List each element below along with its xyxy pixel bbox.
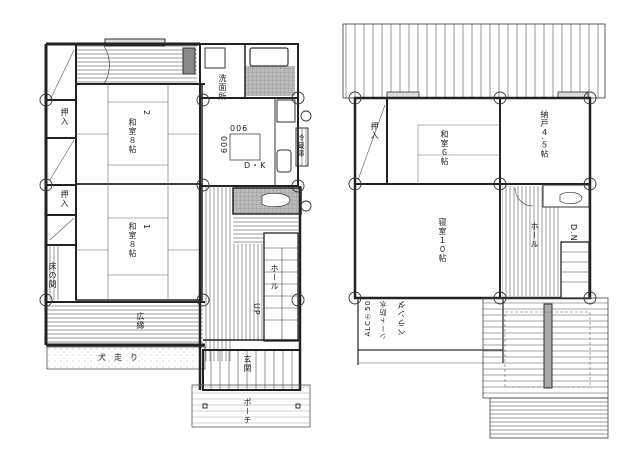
dk-depth-dimension: 009 bbox=[219, 136, 228, 155]
room-label-genkan: 玄関 bbox=[243, 355, 252, 373]
room-label-hall: ホール bbox=[270, 264, 279, 291]
room-label-tokonoma: 床の間 bbox=[48, 262, 57, 289]
first-floor-plan bbox=[39, 38, 312, 428]
room-label-washitsu-6: 和室６帖 bbox=[440, 130, 449, 166]
room-label-dk: D・K bbox=[244, 161, 267, 170]
room-label-tataki: 犬走り bbox=[98, 353, 146, 362]
room-label-hall-2f: ホール bbox=[530, 222, 539, 249]
room-label-senmen: 洗面所 bbox=[218, 74, 227, 101]
room-label-washitsu-2: 和室８帖 bbox=[128, 118, 137, 154]
room-label-nando: 納戸４.５帖 bbox=[540, 110, 549, 159]
room-label-engawa: 広縁 bbox=[136, 312, 145, 330]
second-floor-plan bbox=[342, 23, 609, 439]
alc-label: ALC⑦50 bbox=[364, 300, 372, 337]
up-mark: UP bbox=[252, 303, 261, 316]
sheet-waterproof-label: シート防水 bbox=[379, 300, 387, 340]
room-label-oshiire-1: 押入 bbox=[60, 108, 69, 126]
refrigerator-label: 冷蔵庫 bbox=[297, 134, 305, 158]
room-number-washitsu-1: 1 bbox=[142, 224, 151, 231]
down-mark: D.N bbox=[569, 224, 578, 242]
room-label-oshiire-2f: 押入 bbox=[370, 122, 379, 140]
dk-width-dimension: 006 bbox=[230, 124, 249, 133]
room-label-oshiire-2: 押入 bbox=[60, 190, 69, 208]
balcony-label: ベランダ bbox=[397, 300, 406, 336]
room-label-shinshitsu: 寝室１０帖 bbox=[438, 218, 447, 263]
room-number-washitsu-2: 2 bbox=[142, 110, 151, 117]
room-label-washitsu-1: 和室８帖 bbox=[128, 222, 137, 258]
room-label-porch: ポーチ bbox=[243, 398, 252, 425]
